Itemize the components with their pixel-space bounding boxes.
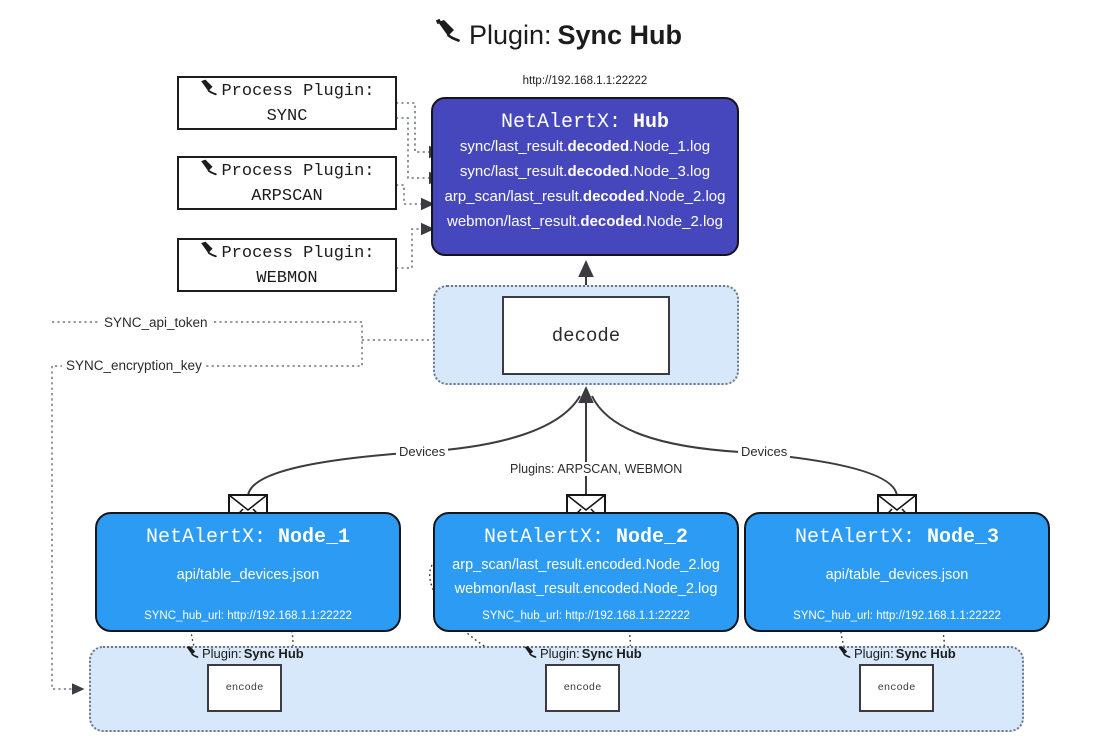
- process-plugin-name: ARPSCAN: [251, 187, 323, 206]
- hub-title-prefix: NetAlertX:: [500, 111, 621, 134]
- plug-icon: [523, 645, 538, 662]
- node-title-prefix: NetAlertX:: [483, 526, 604, 549]
- node-title-name: Node_1: [278, 526, 351, 549]
- hub-log-row: sync/last_result.decoded.Node_3.log: [433, 159, 737, 184]
- log-mid: decoded: [582, 188, 645, 205]
- log-post: .Node_3.log: [629, 163, 711, 180]
- page-title-name: Sync Hub: [557, 20, 683, 50]
- log-mid: decoded: [567, 163, 630, 180]
- encoder-plugin-label: Plugin: Sync Hub: [837, 645, 956, 662]
- node-title: NetAlertX: Node_2: [435, 526, 737, 549]
- plug-icon: [199, 158, 219, 185]
- hub-log-row: arp_scan/last_result.decoded.Node_2.log: [433, 184, 737, 209]
- page-title-prefix: Plugin:: [468, 20, 552, 50]
- node-artifact-line: webmon/last_result.encoded.Node_2.log: [454, 581, 718, 597]
- encoder-plugin-label: Plugin: Sync Hub: [185, 645, 304, 662]
- encode-box-node-2[interactable]: encode: [545, 664, 620, 712]
- node-box-node-2[interactable]: NetAlertX: Node_2 arp_scan/last_result.e…: [433, 512, 739, 632]
- node-box-node-1[interactable]: NetAlertX: Node_1 api/table_devices.json…: [95, 512, 401, 632]
- process-plugin-name: SYNC: [266, 107, 308, 126]
- page-title: Plugin: Sync Hub: [0, 18, 1117, 52]
- sync-encryption-key-label: SYNC_encryption_key: [62, 358, 206, 373]
- encoder-plugin-label: Plugin: Sync Hub: [523, 645, 642, 662]
- hub-log-row: webmon/last_result.decoded.Node_2.log: [433, 209, 737, 234]
- hub-title: NetAlertX: Hub: [433, 111, 737, 134]
- edge-label-plugins: Plugins: ARPSCAN, WEBMON: [507, 462, 686, 476]
- node-footer: SYNC_hub_url: http://192.168.1.1:22222: [793, 610, 1001, 622]
- process-plugin-box-sync[interactable]: Process Plugin: SYNC: [177, 76, 397, 130]
- edge-label-devices-left: Devices: [396, 444, 449, 459]
- node-artifact-line: api/table_devices.json: [825, 567, 969, 583]
- node-title-prefix: NetAlertX:: [794, 526, 915, 549]
- hub-log-row: sync/last_result.decoded.Node_1.log: [433, 134, 737, 159]
- log-post: .Node_2.log: [644, 188, 726, 205]
- plug-icon: [435, 18, 463, 52]
- node-title: NetAlertX: Node_3: [746, 526, 1048, 549]
- process-plugin-label: Process Plugin:: [221, 82, 375, 101]
- hub-url-label: http://192.168.1.1:22222: [522, 75, 648, 87]
- process-plugin-box-arpscan[interactable]: Process Plugin: ARPSCAN: [177, 156, 397, 210]
- plug-icon: [837, 645, 852, 662]
- plug-icon: [199, 78, 219, 105]
- plug-icon: [199, 240, 219, 267]
- edge-label-devices-right: Devices: [738, 444, 791, 459]
- log-pre: sync/last_result.: [459, 138, 568, 155]
- log-pre: arp_scan/last_result.: [444, 188, 583, 205]
- encoder-plugin-name: Sync Hub: [895, 646, 956, 661]
- node-title: NetAlertX: Node_1: [97, 526, 399, 549]
- node-artifact-line: arp_scan/last_result.encoded.Node_2.log: [452, 557, 720, 573]
- encoder-plugin-prefix: Plugin:: [854, 646, 894, 661]
- log-post: .Node_1.log: [629, 138, 711, 155]
- log-pre: sync/last_result.: [459, 163, 568, 180]
- decode-box[interactable]: decode: [502, 296, 670, 375]
- node-footer: SYNC_hub_url: http://192.168.1.1:22222: [144, 610, 352, 622]
- log-mid: decoded: [580, 213, 643, 230]
- node-footer: SYNC_hub_url: http://192.168.1.1:22222: [482, 610, 690, 622]
- encoder-plugin-prefix: Plugin:: [540, 646, 580, 661]
- log-mid: decoded: [567, 138, 630, 155]
- log-post: .Node_2.log: [642, 213, 723, 230]
- node-title-name: Node_2: [616, 526, 689, 549]
- hub-box[interactable]: NetAlertX: Hub sync/last_result.decoded.…: [431, 97, 739, 256]
- node-box-node-3[interactable]: NetAlertX: Node_3 api/table_devices.json…: [744, 512, 1050, 632]
- encode-box-node-3[interactable]: encode: [859, 664, 934, 712]
- sync-api-token-label: SYNC_api_token: [100, 315, 212, 330]
- hub-title-name: Hub: [633, 111, 670, 134]
- encode-box-node-1[interactable]: encode: [207, 664, 282, 712]
- plug-icon: [185, 645, 200, 662]
- node-artifact-line: api/table_devices.json: [176, 567, 320, 583]
- process-plugin-name: WEBMON: [256, 269, 318, 288]
- encoder-plugin-prefix: Plugin:: [202, 646, 242, 661]
- process-plugin-box-webmon[interactable]: Process Plugin: WEBMON: [177, 238, 397, 292]
- encoder-plugin-name: Sync Hub: [243, 646, 304, 661]
- node-title-prefix: NetAlertX:: [145, 526, 266, 549]
- log-pre: webmon/last_result.: [447, 213, 581, 230]
- process-plugin-label: Process Plugin:: [221, 162, 375, 181]
- encoder-plugin-name: Sync Hub: [581, 646, 642, 661]
- node-title-name: Node_3: [927, 526, 1000, 549]
- process-plugin-label: Process Plugin:: [221, 244, 375, 263]
